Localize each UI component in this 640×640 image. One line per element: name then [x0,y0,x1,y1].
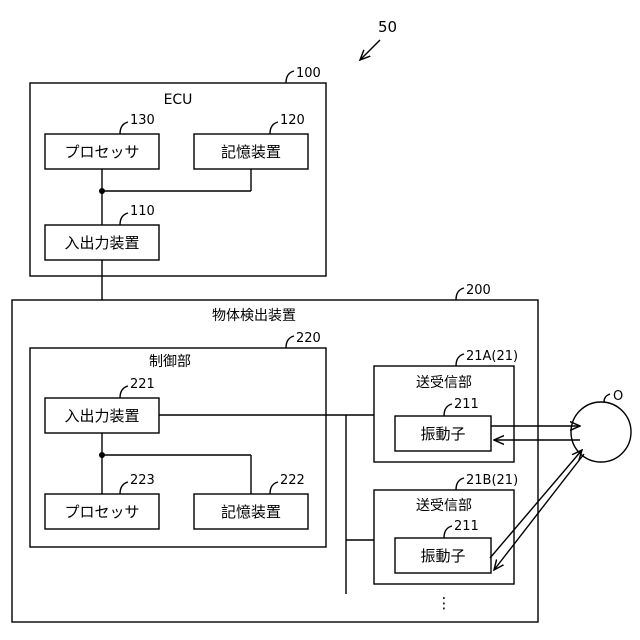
transceiver-a: 21A(21) 送受信部 振動子 211 [374,349,518,462]
figure-ref-label: 50 [378,18,397,36]
transceiver-b-ref: 21B(21) [466,473,518,488]
detector-ref-leader [456,288,464,300]
control-io-label: 入出力装置 [64,407,139,425]
ecu-processor-label: プロセッサ [64,143,139,161]
control-io-ref: 221 [130,377,155,392]
ecu-ref-leader [286,71,294,83]
control-memory-ref: 222 [280,473,305,488]
ecu-memory-label: 記憶装置 [221,143,281,161]
control-memory-label: 記憶装置 [221,503,281,521]
figure-ref-arrow [360,40,380,60]
detector-title: 物体検出装置 [212,308,296,324]
detector-ref: 200 [466,283,491,298]
ecu-io-ref: 110 [130,204,155,219]
figure-reference: 50 [360,18,397,60]
transceiver-a-ref: 21A(21) [466,349,518,364]
object-ref-leader [604,394,610,402]
control-title: 制御部 [149,354,191,370]
vibrator-a-label: 振動子 [420,425,465,443]
control-processor-label: プロセッサ [64,503,139,521]
ecu-block: 100 ECU プロセッサ 130 記憶装置 120 入出力装置 110 [30,66,326,276]
ecu-io-label: 入出力装置 [64,234,139,252]
object-ref: O [613,389,623,404]
control-ref: 220 [296,331,321,346]
detector-block: 200 物体検出装置 220 制御部 入出力装置 221 プロセッサ 223 記… [12,283,538,622]
ecu-processor-ref: 130 [130,113,155,128]
ecu-memory-ref: 120 [280,113,305,128]
transceiver-a-title: 送受信部 [416,375,472,391]
transceiver-b-title: 送受信部 [416,498,472,514]
control-processor-ref: 223 [130,473,155,488]
vibrator-b-label: 振動子 [420,547,465,565]
more-transceivers-ellipsis: ⋮ [437,594,452,612]
vibrator-a-ref: 211 [454,397,479,412]
ecu-title: ECU [164,92,193,108]
ecu-ref: 100 [296,66,321,81]
vibrator-b-ref: 211 [454,519,479,534]
